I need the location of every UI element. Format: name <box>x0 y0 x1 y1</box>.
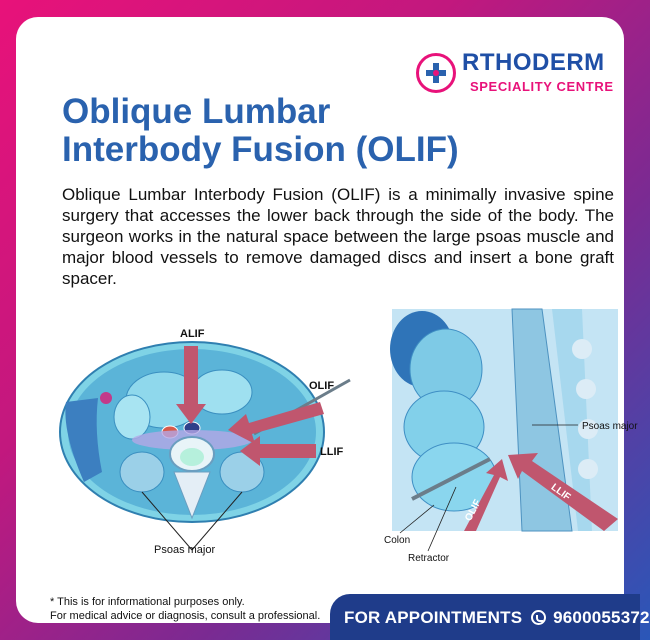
label-alif: ALIF <box>180 328 205 340</box>
page-title: Oblique Lumbar Interbody Fusion (OLIF) <box>62 92 459 169</box>
appointment-phone[interactable]: 9600055372 <box>553 608 650 627</box>
oblique-view-illustration: Psoas major Colon Retractor OLIF LLIF <box>382 308 638 567</box>
label-psoas-major: Psoas major <box>154 544 216 556</box>
label-llif: LLIF <box>320 446 344 458</box>
label-colon: Colon <box>384 535 411 546</box>
axial-cross-section-illustration: ALIF OLIF LLIF Psoas major <box>54 322 354 567</box>
description-paragraph: Oblique Lumbar Interbody Fusion (OLIF) i… <box>62 185 614 288</box>
appointment-cta[interactable]: FOR APPOINTMENTS 9600055372 <box>344 608 650 628</box>
appointment-banner[interactable]: FOR APPOINTMENTS 9600055372 <box>330 594 649 640</box>
logo-emblem-icon <box>416 53 456 93</box>
brand-logo: RTHODERM SPECIALITY CENTRE <box>416 47 616 107</box>
disclaimer-text: * This is for informational purposes onl… <box>50 596 321 622</box>
content-card: RTHODERM SPECIALITY CENTRE Oblique Lumba… <box>16 17 638 623</box>
label-olif: OLIF <box>309 380 335 392</box>
phone-icon <box>531 610 547 625</box>
appointment-label: FOR APPOINTMENTS <box>344 608 523 627</box>
label-psoas-major-right: Psoas major <box>582 421 638 432</box>
brand-name: RTHODERM <box>462 49 605 76</box>
label-retractor: Retractor <box>408 553 450 564</box>
brand-subtitle: SPECIALITY CENTRE <box>470 79 614 94</box>
